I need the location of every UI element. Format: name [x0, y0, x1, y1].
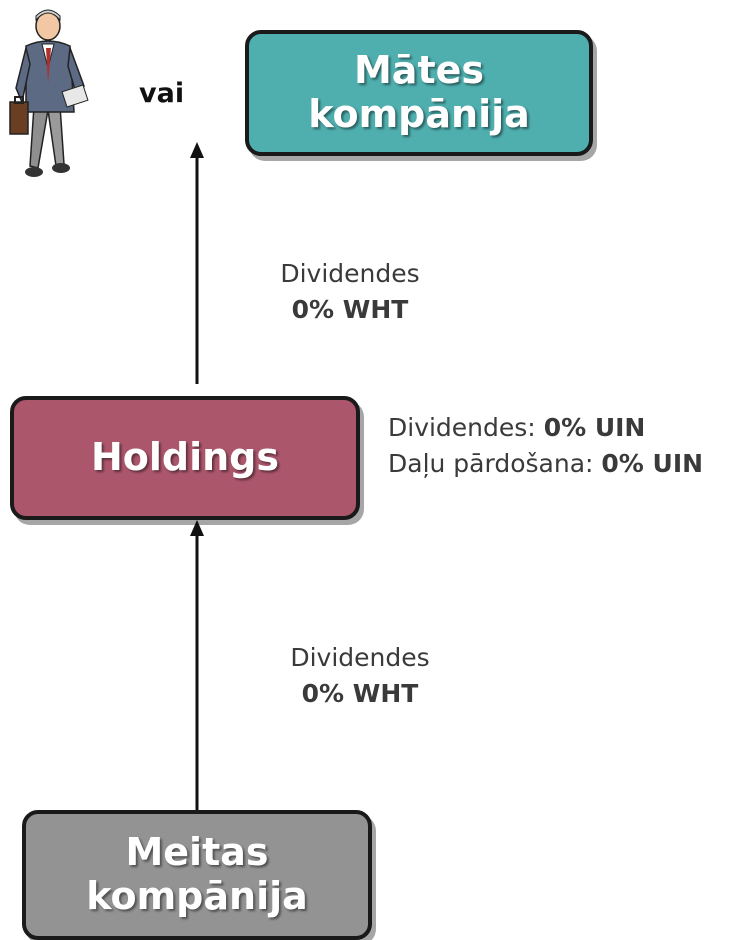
businessman-icon — [9, 9, 89, 177]
subsidiary-company-label-line1: Meitas — [125, 830, 269, 875]
parent-company-label-line2: kompānija — [308, 92, 530, 136]
flow-upper-label: Dividendes — [280, 259, 420, 288]
tax-dividends-label: Dividendes: — [388, 413, 536, 442]
flow-lower-tax: 0% WHT — [301, 679, 419, 709]
arrowhead-parent — [190, 142, 204, 158]
parent-company-label-line1: Mātes — [353, 48, 484, 93]
holding-tax-info: Dividendes: 0% UIN Daļu pārdošana: 0% UI… — [388, 410, 703, 483]
arrowhead-holding — [190, 520, 204, 536]
holding-company-node: Holdings — [10, 396, 360, 520]
flow-upper-tax: 0% WHT — [291, 295, 409, 325]
holding-company-label: Holdings — [90, 435, 280, 480]
subsidiary-company-label-line2: kompānija — [86, 874, 308, 918]
flow-lower-label: Dividendes — [290, 643, 430, 672]
tax-info-share-sale-row: Daļu pārdošana: 0% UIN — [388, 446, 703, 482]
tax-share-sale-value: 0% UIN — [601, 449, 704, 479]
subsidiary-company-node: Meitas kompānija — [22, 810, 372, 940]
tax-dividends-value: 0% UIN — [543, 413, 646, 442]
parent-company-node: Mātes kompānija — [245, 30, 593, 156]
flow-label-subsidiary-to-holding: Dividendes 0% WHT — [260, 640, 460, 713]
flow-label-holding-to-parent: Dividendes 0% WHT — [250, 256, 450, 329]
tax-share-sale-label: Daļu pārdošana: — [388, 449, 594, 479]
tax-info-dividends-row: Dividendes: 0% UIN — [388, 410, 703, 446]
alternative-label: vai — [139, 78, 185, 109]
